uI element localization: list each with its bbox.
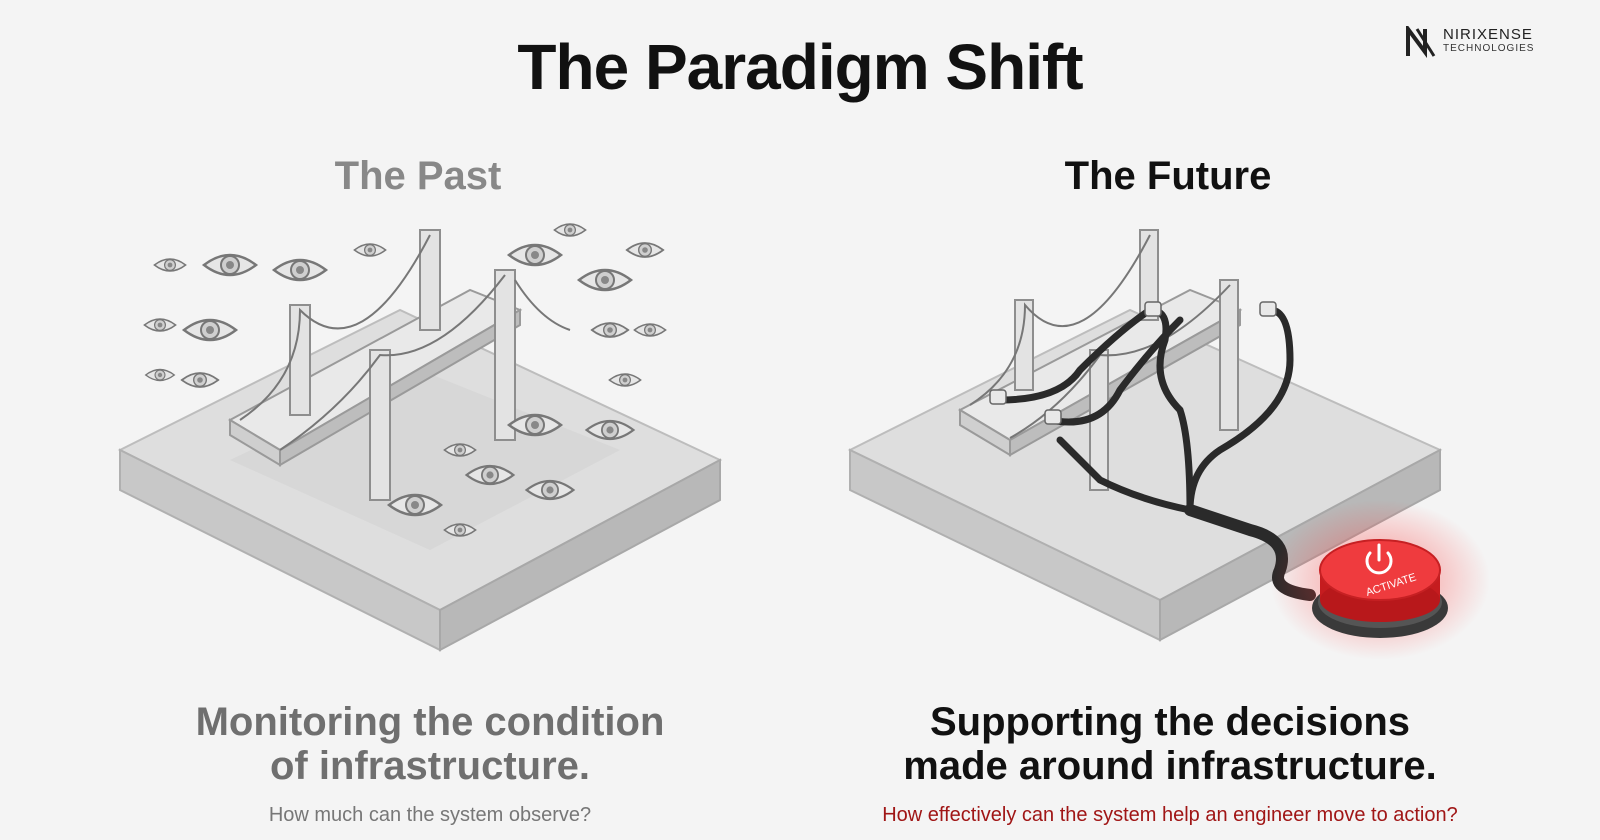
power-icon — [1365, 543, 1393, 575]
future-caption-line1: Supporting the decisions — [929, 700, 1411, 744]
future-caption-line2: made around infrastructure. — [903, 744, 1437, 788]
activate-button[interactable]: ACTIVATE — [1270, 500, 1490, 660]
past-heading: The Past — [334, 154, 502, 198]
past-question: How much can the system observe? — [268, 804, 592, 826]
past-bridge-illustration — [117, 223, 723, 652]
company-logo: NIRIXENSE TECHNOLOGIES — [1405, 24, 1555, 60]
page-title: The Paradigm Shift — [517, 31, 1083, 103]
future-caption: Supporting the decisions made around inf… — [790, 700, 1550, 788]
past-caption-line2: of infrastructure. — [269, 744, 591, 788]
logo-subtitle: TECHNOLOGIES — [1443, 43, 1535, 54]
sensor-clamps — [989, 301, 1277, 425]
past-caption: Monitoring the condition of infrastructu… — [50, 700, 810, 788]
past-caption-line1: Monitoring the condition — [195, 700, 665, 744]
logo-mark-icon — [1406, 26, 1436, 58]
logo-name: NIRIXENSE — [1443, 26, 1533, 43]
bridge — [227, 229, 571, 501]
future-question: How effectively can the system help an e… — [882, 804, 1458, 826]
future-heading: The Future — [1064, 154, 1272, 198]
future-bridge-illustration: ACTIVATE — [847, 229, 1490, 660]
